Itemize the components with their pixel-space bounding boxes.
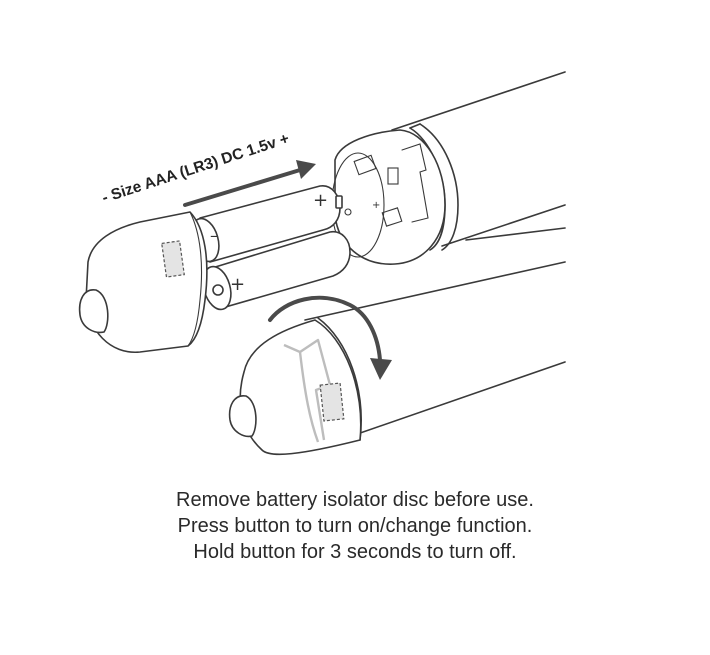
battery-installation-diagram: + + – + - Si [78, 71, 566, 456]
insert-arrow [183, 160, 316, 207]
battery-bottom: + [202, 230, 351, 311]
battery-size-label: - Size AAA (LR3) DC 1.5v + [100, 130, 291, 207]
instruction-remove-isolator: Remove battery isolator disc before use. [176, 489, 534, 511]
instruction-hold-button: Hold button for 3 seconds to turn off. [193, 541, 517, 563]
end-cap-detached [78, 211, 208, 353]
battery-bottom-plus: + [230, 274, 245, 295]
instruction-press-button: Press button to turn on/change function. [177, 515, 533, 537]
device-body-open: + [331, 71, 566, 265]
battery-top-plus: + [313, 190, 328, 211]
contact-plus-sign: + [372, 200, 380, 211]
rotate-arrow [268, 295, 392, 380]
device-body-assembled [228, 261, 566, 456]
instructions-block: Remove battery isolator disc before use.… [0, 487, 710, 565]
battery-top-minus: – [210, 226, 218, 245]
